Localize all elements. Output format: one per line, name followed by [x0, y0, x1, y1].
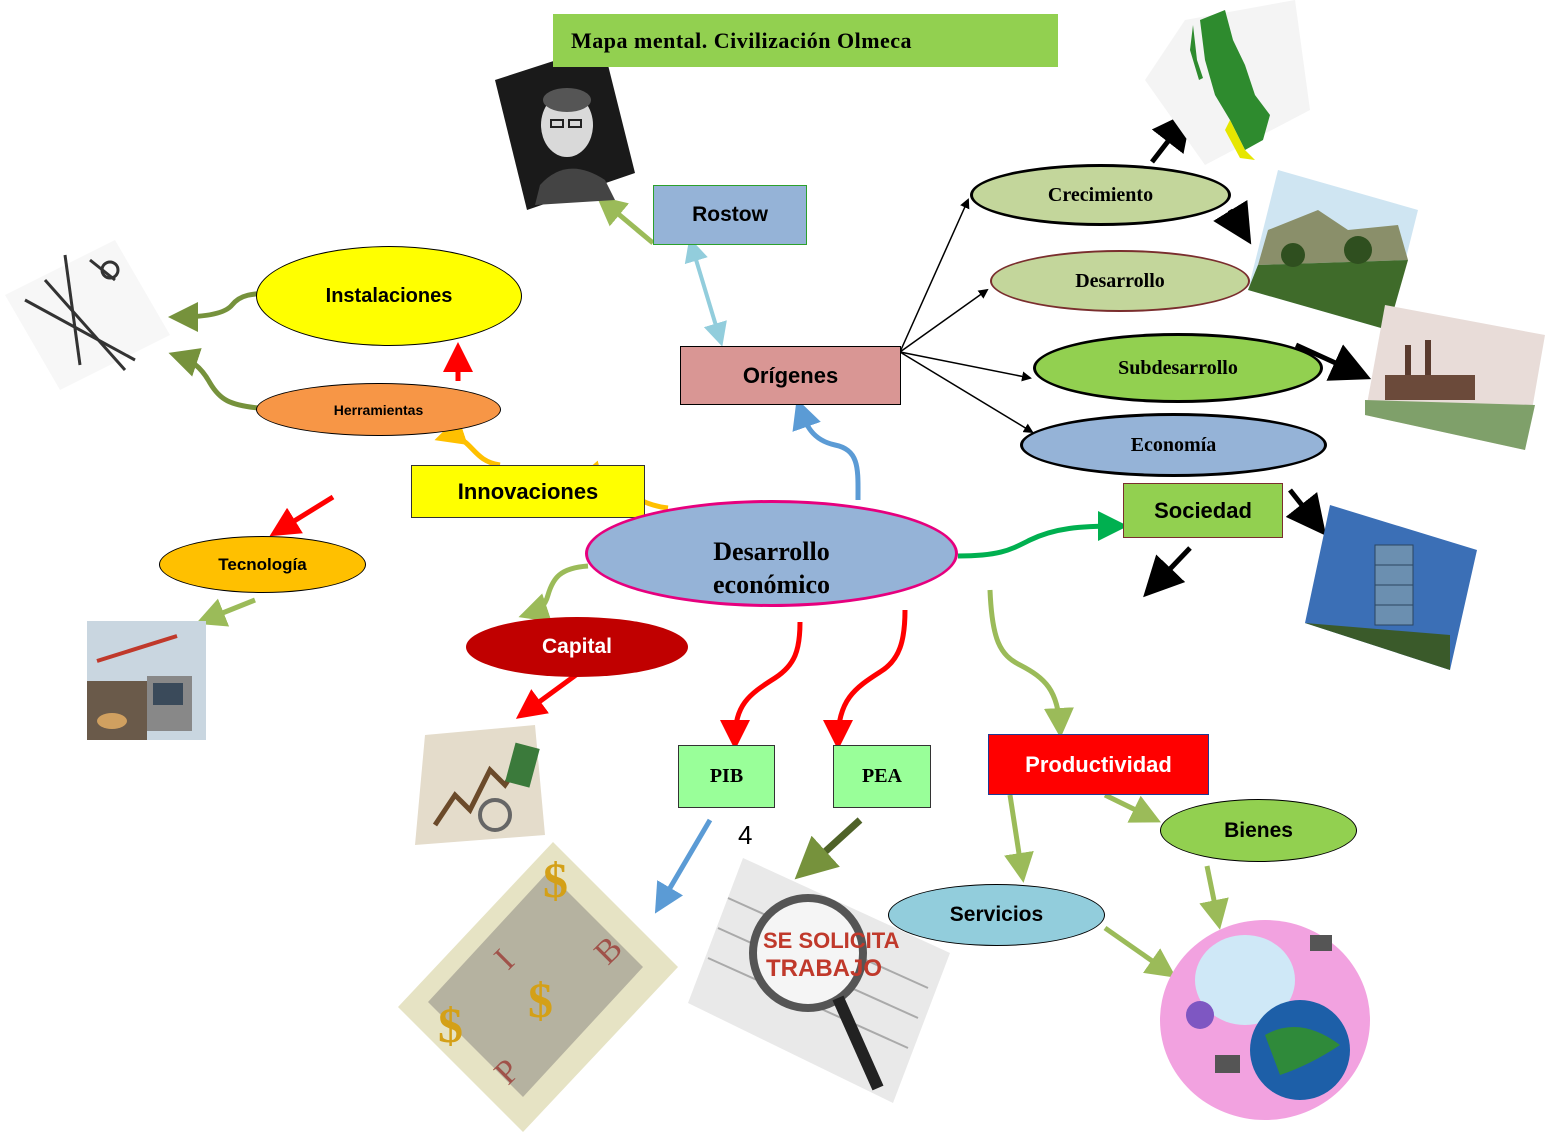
arrow-center-origenes	[792, 398, 861, 501]
cactus-field-picture	[1248, 170, 1418, 330]
arrow-productividad-servicios	[1004, 794, 1034, 883]
node-capital: Capital	[466, 617, 688, 677]
node-desarrollo-economico: Desarrollo económico	[585, 500, 958, 607]
arrow-subdesarrollo-factory	[1294, 342, 1372, 381]
node-crecimiento: Crecimiento	[970, 164, 1231, 226]
node-tecnologia: Tecnología	[159, 536, 366, 593]
node-servicios: Servicios	[888, 884, 1105, 946]
arrow-innovaciones-herramientas	[434, 416, 501, 468]
capital-picture	[415, 725, 545, 845]
job-sign-line-1: SE SOLICITA	[763, 928, 900, 953]
arrow-pib-picture	[654, 818, 713, 914]
arrow-sociedad-building	[1285, 488, 1327, 536]
center-label: Desarrollo económico	[713, 537, 830, 599]
factory-picture	[1365, 285, 1545, 450]
arrow-rostow-origenes	[684, 237, 727, 347]
pib-dollar-picture: $ $ $ I B P	[398, 842, 678, 1132]
arrow-center-pib	[720, 621, 803, 750]
svg-text:$: $	[543, 852, 568, 908]
node-productividad: Productividad	[988, 734, 1209, 795]
arrow-tecnologia-photo	[195, 597, 256, 627]
node-origenes: Orígenes	[680, 346, 901, 405]
arrow-bienes-globe	[1199, 865, 1229, 930]
job-search-picture: SE SOLICITA TRABAJO	[688, 858, 950, 1103]
arrow-center-capital	[518, 563, 589, 622]
arrow-productividad-bienes	[1103, 792, 1161, 823]
node-instalaciones: Instalaciones	[256, 246, 522, 346]
page-title: Mapa mental. Civilización Olmeca	[553, 14, 1058, 67]
drafting-tool-picture	[5, 240, 170, 390]
arrow-pea-picture	[794, 817, 863, 880]
svg-text:$: $	[438, 997, 463, 1053]
node-sociedad: Sociedad	[1123, 483, 1283, 538]
node-bienes: Bienes	[1160, 799, 1357, 862]
node-subdesarrollo: Subdesarrollo	[1033, 333, 1323, 403]
page-number: 4	[738, 820, 753, 850]
arrow-sociedad-down	[1143, 546, 1192, 598]
node-pea: PEA	[833, 745, 931, 808]
arrow-to-tecnologia	[269, 494, 335, 537]
mexico-map-picture	[1145, 0, 1310, 165]
rostow-portrait-picture	[495, 45, 635, 210]
arrow-origenes-subdesarrollo	[899, 351, 1032, 382]
arrow-origenes-economia	[899, 351, 1034, 434]
arrow-herramientas-tool	[168, 348, 259, 411]
node-economia: Economía	[1020, 413, 1327, 477]
arrow-origenes-crecimiento	[899, 198, 970, 353]
technology-photo-picture	[87, 621, 206, 740]
node-desarrollo: Desarrollo	[990, 250, 1250, 312]
arrow-crecimiento-field	[1213, 199, 1252, 245]
arrow-servicios-globe	[1103, 925, 1177, 978]
node-rostow: Rostow	[653, 185, 807, 245]
network-globe-picture	[1140, 905, 1375, 1130]
building-picture	[1305, 505, 1477, 670]
arrow-origenes-desarrollo	[899, 288, 989, 353]
svg-text:$: $	[528, 972, 553, 1028]
arrow-capital-picture	[515, 669, 582, 719]
node-pib: PIB	[678, 745, 775, 808]
node-herramientas: Herramientas	[256, 383, 501, 436]
arrow-center-productividad	[987, 589, 1074, 738]
arrow-rostow-portrait	[596, 195, 655, 245]
arrow-center-sociedad	[957, 511, 1128, 559]
arrow-center-pea	[823, 609, 908, 750]
node-innovaciones: Innovaciones	[411, 465, 645, 518]
job-sign-line-2: TRABAJO	[766, 955, 882, 982]
